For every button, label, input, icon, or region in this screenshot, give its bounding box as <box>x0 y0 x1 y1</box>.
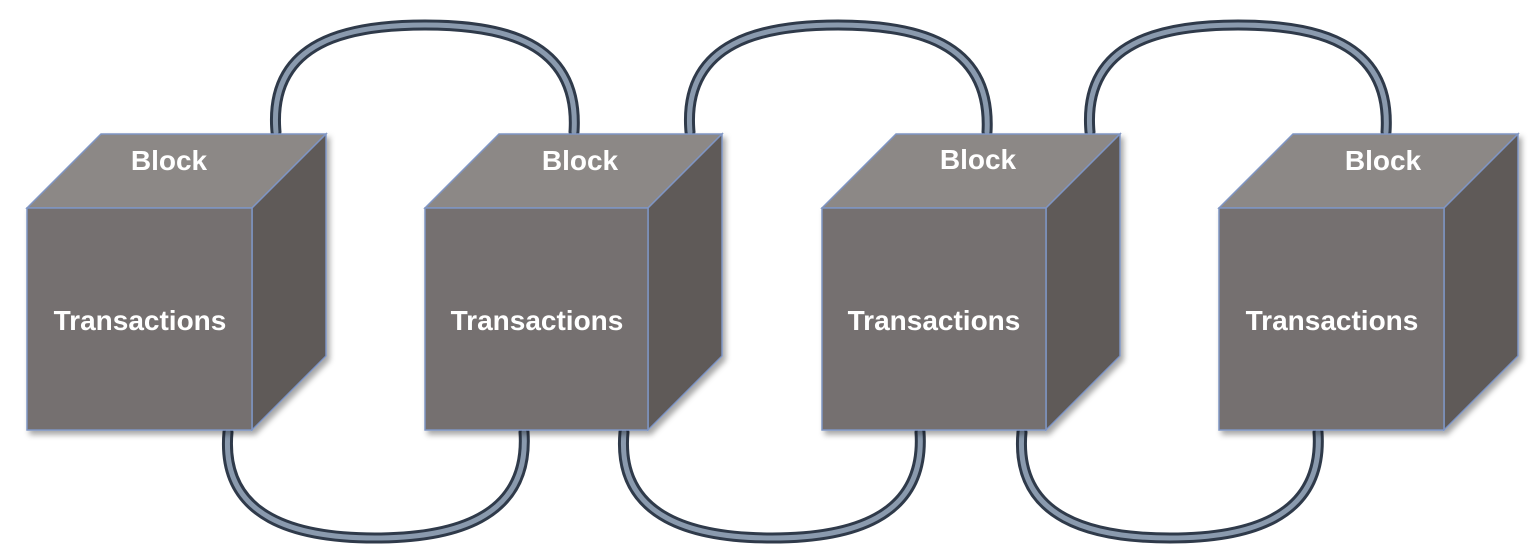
block-title: Block <box>1345 145 1422 176</box>
chain-link-bottom-2 <box>618 426 926 544</box>
chain-link-bottom-3 <box>1016 426 1324 544</box>
cube-front-face <box>821 207 1047 431</box>
block-transactions-label: Transactions <box>54 305 227 336</box>
chain-link-bottom-1 <box>222 426 530 544</box>
block-cube-4: Block Transactions <box>1217 132 1520 432</box>
cube-front-face <box>26 207 253 431</box>
block-title: Block <box>131 145 208 176</box>
chain-link-top-3 <box>1084 19 1392 138</box>
chain-link-top-2 <box>684 19 993 138</box>
block-title: Block <box>542 145 619 176</box>
block-cube-3: Block Transactions <box>820 132 1122 432</box>
block-transactions-label: Transactions <box>1246 305 1419 336</box>
cube-front-face <box>1218 207 1445 431</box>
block-cube-1: Block Transactions <box>25 132 328 432</box>
chain-link-top-1 <box>270 19 580 138</box>
block-cube-2: Block Transactions <box>423 132 724 432</box>
block-title: Block <box>940 144 1017 175</box>
block-transactions-label: Transactions <box>848 305 1021 336</box>
cube-front-face <box>424 207 649 431</box>
chain-links <box>222 19 1392 544</box>
block-transactions-label: Transactions <box>451 305 624 336</box>
